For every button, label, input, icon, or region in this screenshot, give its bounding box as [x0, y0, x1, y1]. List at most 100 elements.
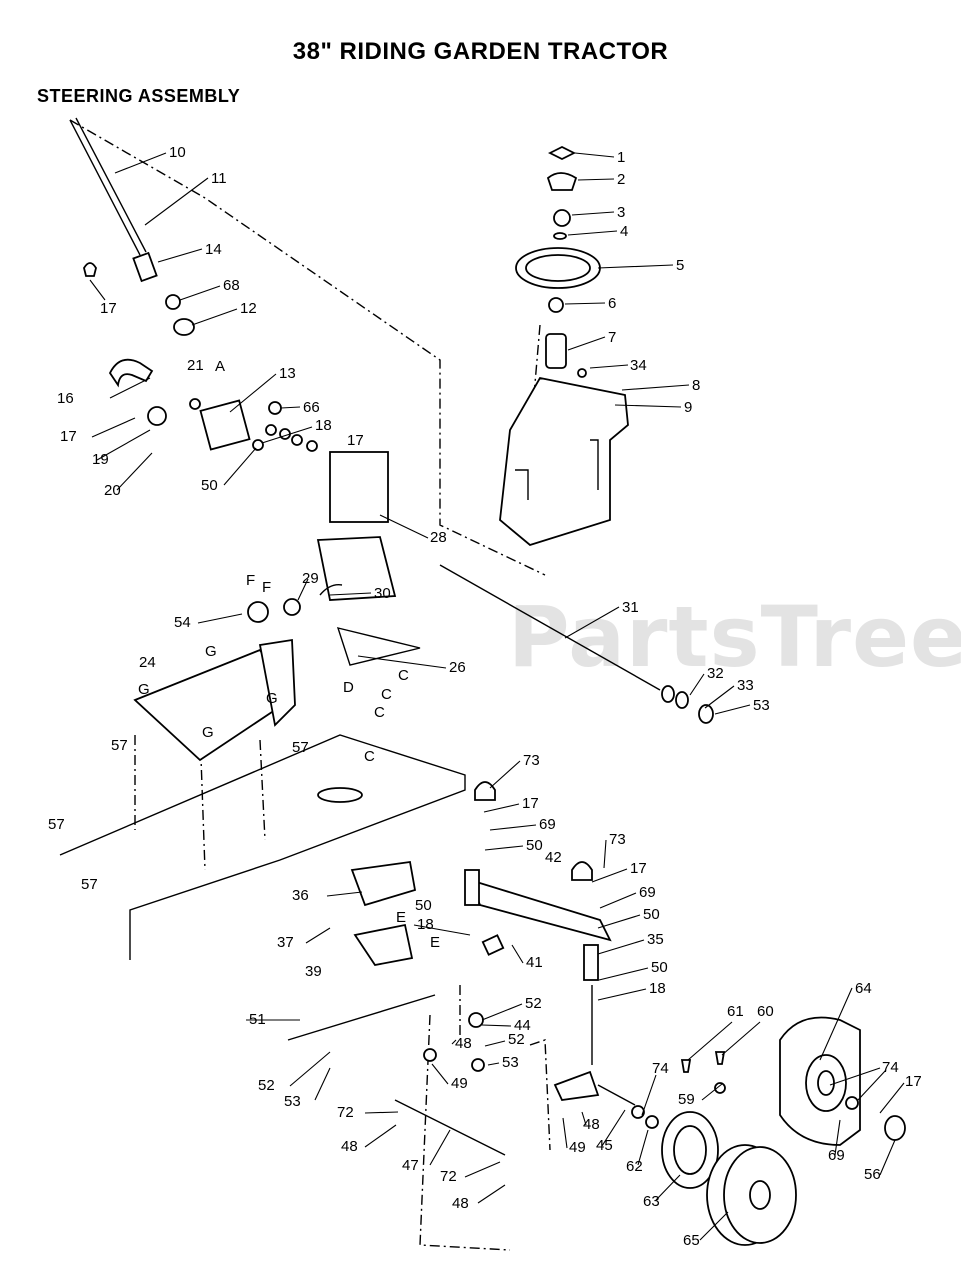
callout-49-a: 49: [451, 1075, 468, 1092]
callout-e-1: E: [396, 909, 406, 926]
callout-57-b: 57: [292, 739, 309, 756]
callout-44: 44: [514, 1017, 531, 1034]
callout-f-2: F: [262, 579, 271, 596]
callout-9: 9: [684, 399, 692, 416]
callout-74-b: 74: [652, 1060, 669, 1077]
callout-18-a: 18: [315, 417, 332, 434]
callout-57-c: 57: [48, 816, 65, 833]
callout-g-2: G: [138, 681, 150, 698]
callout-4: 4: [620, 223, 628, 240]
callout-50-b: 50: [526, 837, 543, 854]
callout-73-a: 73: [523, 752, 540, 769]
wheel-group: [631, 1016, 906, 1246]
callout-50-c: 50: [643, 906, 660, 923]
drag-link-group: [439, 564, 714, 724]
callout-c-2: C: [381, 686, 392, 703]
callout-63: 63: [643, 1193, 660, 1210]
callout-c-4: C: [364, 748, 375, 765]
callout-69-b: 69: [639, 884, 656, 901]
callout-33: 33: [737, 677, 754, 694]
steering-wheel-group: [499, 145, 629, 547]
callout-36: 36: [292, 887, 309, 904]
callout-48-c: 48: [583, 1116, 600, 1133]
callout-13: 13: [279, 365, 296, 382]
callout-30: 30: [374, 585, 391, 602]
callout-17-e: 17: [630, 860, 647, 877]
callout-28: 28: [430, 529, 447, 546]
callout-f-1: F: [246, 572, 255, 589]
callout-69-c: 69: [828, 1147, 845, 1164]
callout-17-b: 17: [60, 428, 77, 445]
callout-31: 31: [622, 599, 639, 616]
callout-45: 45: [596, 1137, 613, 1154]
callout-18-b: 18: [417, 916, 434, 933]
callout-e-2: E: [430, 934, 440, 951]
callout-g-4: G: [202, 724, 214, 741]
callout-g-3: G: [266, 690, 278, 707]
callout-37: 37: [277, 934, 294, 951]
callout-a: A: [215, 358, 225, 375]
callout-62: 62: [626, 1158, 643, 1175]
callout-69-a: 69: [539, 816, 556, 833]
callout-8: 8: [692, 377, 700, 394]
callout-53-c: 53: [284, 1093, 301, 1110]
callout-72-b: 72: [440, 1168, 457, 1185]
callout-65: 65: [683, 1232, 700, 1249]
callout-74-a: 74: [882, 1059, 899, 1076]
leader-lines: [89, 152, 905, 1241]
callout-14: 14: [205, 241, 222, 258]
section-title: STEERING ASSEMBLY: [37, 86, 241, 106]
callout-48-d: 48: [452, 1195, 469, 1212]
callout-6: 6: [608, 295, 616, 312]
callout-3: 3: [617, 204, 625, 221]
callout-12: 12: [240, 300, 257, 317]
callout-61: 61: [727, 1003, 744, 1020]
callout-72-a: 72: [337, 1104, 354, 1121]
callout-1: 1: [617, 149, 625, 166]
callout-52-a: 52: [525, 995, 542, 1012]
callout-2: 2: [617, 171, 625, 188]
watermark: PartsTreeTM: [508, 588, 961, 686]
callout-57-a: 57: [111, 737, 128, 754]
page-title: 38" RIDING GARDEN TRACTOR: [292, 38, 669, 65]
callout-20: 20: [104, 482, 121, 499]
callout-49-b: 49: [569, 1139, 586, 1156]
callout-24: 24: [139, 654, 156, 671]
callout-26: 26: [449, 659, 466, 676]
callout-5: 5: [676, 257, 684, 274]
bracket-group: [108, 358, 389, 523]
axle-group: [287, 781, 636, 1156]
callout-50-e: 50: [651, 959, 668, 976]
callout-16: 16: [57, 390, 74, 407]
callout-47: 47: [402, 1157, 419, 1174]
callout-d: D: [343, 679, 354, 696]
callout-21: 21: [187, 357, 204, 374]
callout-32: 32: [707, 665, 724, 682]
callout-17-a: 17: [100, 300, 117, 317]
callout-17-f: 17: [905, 1073, 922, 1090]
callout-73-b: 73: [609, 831, 626, 848]
callout-39: 39: [305, 963, 322, 980]
callout-c-1: C: [398, 667, 409, 684]
callout-66: 66: [303, 399, 320, 416]
callout-11: 11: [211, 170, 227, 187]
callout-59: 59: [678, 1091, 695, 1108]
callout-g-1: G: [205, 643, 217, 660]
callout-10: 10: [169, 144, 186, 161]
callout-68: 68: [223, 277, 240, 294]
callout-53-b: 53: [502, 1054, 519, 1071]
callout-52-b: 52: [508, 1031, 525, 1048]
callout-17-c: 17: [347, 432, 364, 449]
callout-18-c: 18: [649, 980, 666, 997]
callout-labels: 1 2 3 4 5 6 7 34 8 9 10 11 14 17 68 12 2…: [48, 144, 922, 1249]
callout-60: 60: [757, 1003, 774, 1020]
callout-56: 56: [864, 1166, 881, 1183]
steering-shaft-group: [69, 117, 195, 336]
callout-41: 41: [526, 954, 543, 971]
callout-29: 29: [302, 570, 319, 587]
callout-50-a: 50: [201, 477, 218, 494]
callout-53-a: 53: [753, 697, 770, 714]
callout-57-d: 57: [81, 876, 98, 893]
callout-54: 54: [174, 614, 191, 631]
